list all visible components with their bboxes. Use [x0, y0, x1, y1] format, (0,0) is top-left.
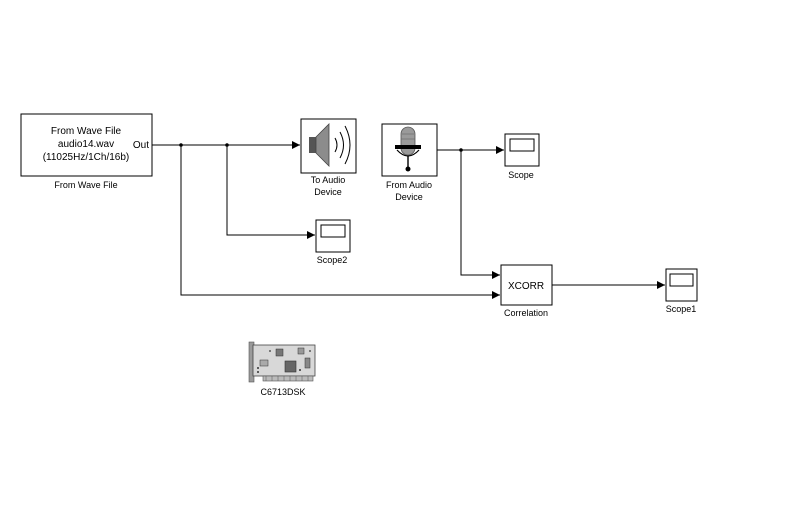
wave-format: (11025Hz/1Ch/16b) — [43, 152, 130, 163]
speaker-icon — [309, 123, 351, 167]
from-audio-device-label-2: Device — [395, 192, 423, 202]
wave-title: From Wave File — [51, 126, 122, 137]
correlation-block[interactable]: XCORR — [500, 264, 553, 306]
scope-screen-icon — [509, 138, 535, 152]
wave-out-port: Out — [133, 140, 149, 151]
to-audio-device-label-2: Device — [314, 187, 342, 197]
line-branch-correlation-in1[interactable] — [460, 150, 500, 279]
branch-dot — [459, 148, 463, 152]
line-branch-scope2[interactable] — [226, 145, 315, 239]
scope2-label: Scope2 — [317, 255, 348, 265]
scope2-screen-icon — [320, 224, 346, 238]
scope1-block[interactable] — [665, 268, 698, 302]
c6713dsk-label: C6713DSK — [260, 387, 305, 397]
from-wave-file-block[interactable]: From Wave File audio14.wav (11025Hz/1Ch/… — [20, 113, 153, 177]
line-branch-correlation-in2[interactable] — [180, 145, 500, 299]
branch-points — [179, 143, 463, 152]
signal-lines — [152, 141, 665, 299]
to-audio-device-block[interactable] — [300, 118, 357, 174]
scope2-block[interactable] — [315, 219, 351, 253]
wave-filename: audio14.wav — [58, 139, 114, 150]
scope1-screen-icon — [669, 273, 694, 287]
circuit-board-icon — [248, 341, 316, 383]
from-audio-device-block[interactable] — [381, 123, 438, 177]
from-audio-device-label-1: From Audio — [386, 180, 432, 190]
branch-dot — [179, 143, 183, 147]
to-audio-device-label-1: To Audio — [311, 175, 346, 185]
scope-label: Scope — [508, 170, 534, 180]
scope1-label: Scope1 — [666, 304, 697, 314]
microphone-icon — [395, 126, 421, 172]
correlation-text: XCORR — [508, 281, 544, 292]
from-wave-file-label: From Wave File — [54, 180, 117, 190]
branch-dot — [225, 143, 229, 147]
scope-block[interactable] — [504, 133, 540, 167]
c6713dsk-block[interactable] — [248, 341, 316, 383]
correlation-label: Correlation — [504, 308, 548, 318]
